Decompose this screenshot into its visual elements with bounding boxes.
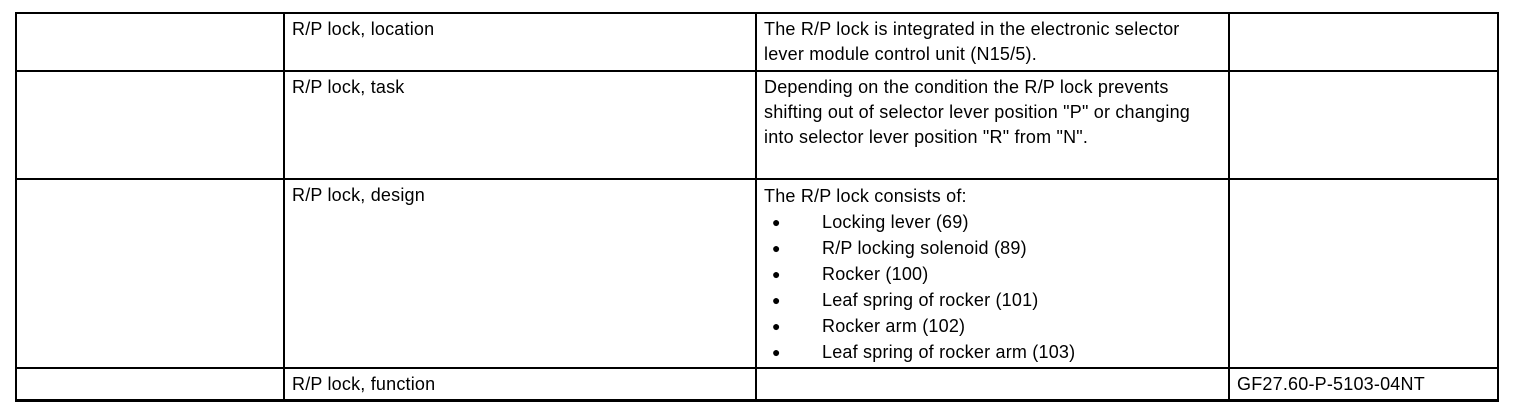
code-cell [1228, 12, 1499, 72]
spec-table: R/P lock, location The R/P lock is integ… [15, 12, 1499, 402]
row-label: R/P lock, location [292, 19, 435, 39]
bullet-icon: ● [772, 214, 781, 230]
label-cell: R/P lock, location [283, 12, 757, 72]
list-item-text: Leaf spring of rocker arm (103) [822, 342, 1076, 362]
design-intro: The R/P lock consists of: [764, 186, 967, 206]
row-label: R/P lock, design [292, 185, 425, 205]
table-row-design: R/P lock, design The R/P lock consists o… [15, 178, 1499, 369]
ref-cell [15, 70, 285, 180]
description-cell [755, 367, 1230, 402]
description-cell: Depending on the condition the R/P lock … [755, 70, 1230, 180]
description-cell: The R/P lock consists of: ● Locking leve… [755, 178, 1230, 369]
code-cell: GF27.60-P-5103-04NT [1228, 367, 1499, 402]
label-cell: R/P lock, design [283, 178, 757, 369]
list-item: ● Leaf spring of rocker (101) [764, 287, 1220, 313]
table-row-task: R/P lock, task Depending on the conditio… [15, 70, 1499, 180]
list-item: ● R/P locking solenoid (89) [764, 235, 1220, 261]
list-item: ● Rocker (100) [764, 261, 1220, 287]
list-item-text: R/P locking solenoid (89) [822, 238, 1027, 258]
ref-cell [15, 178, 285, 369]
bullet-icon: ● [772, 318, 781, 334]
code-cell [1228, 178, 1499, 369]
list-item-text: Rocker arm (102) [822, 316, 966, 336]
bullet-icon: ● [772, 266, 781, 282]
bullet-icon: ● [772, 344, 781, 360]
list-item: ● Rocker arm (102) [764, 313, 1220, 339]
row-label: R/P lock, task [292, 77, 405, 97]
list-item: ● Leaf spring of rocker arm (103) [764, 339, 1220, 365]
list-item-text: Leaf spring of rocker (101) [822, 290, 1039, 310]
ref-cell [15, 367, 285, 402]
ref-cell [15, 12, 285, 72]
row-description: Depending on the condition the R/P lock … [764, 77, 1191, 147]
list-item-text: Rocker (100) [822, 264, 929, 284]
row-label: R/P lock, function [292, 374, 436, 394]
label-cell: R/P lock, function [283, 367, 757, 402]
table-row-location: R/P lock, location The R/P lock is integ… [15, 12, 1499, 72]
label-cell: R/P lock, task [283, 70, 757, 180]
row-description: The R/P lock is integrated in the electr… [764, 19, 1180, 64]
document-code: GF27.60-P-5103-04NT [1237, 374, 1425, 394]
list-item: ● Locking lever (69) [764, 209, 1220, 235]
description-cell: The R/P lock is integrated in the electr… [755, 12, 1230, 72]
code-cell [1228, 70, 1499, 180]
bullet-icon: ● [772, 292, 781, 308]
list-item-text: Locking lever (69) [822, 212, 969, 232]
bullet-icon: ● [772, 240, 781, 256]
table-row-function: R/P lock, function GF27.60-P-5103-04NT [15, 367, 1499, 402]
